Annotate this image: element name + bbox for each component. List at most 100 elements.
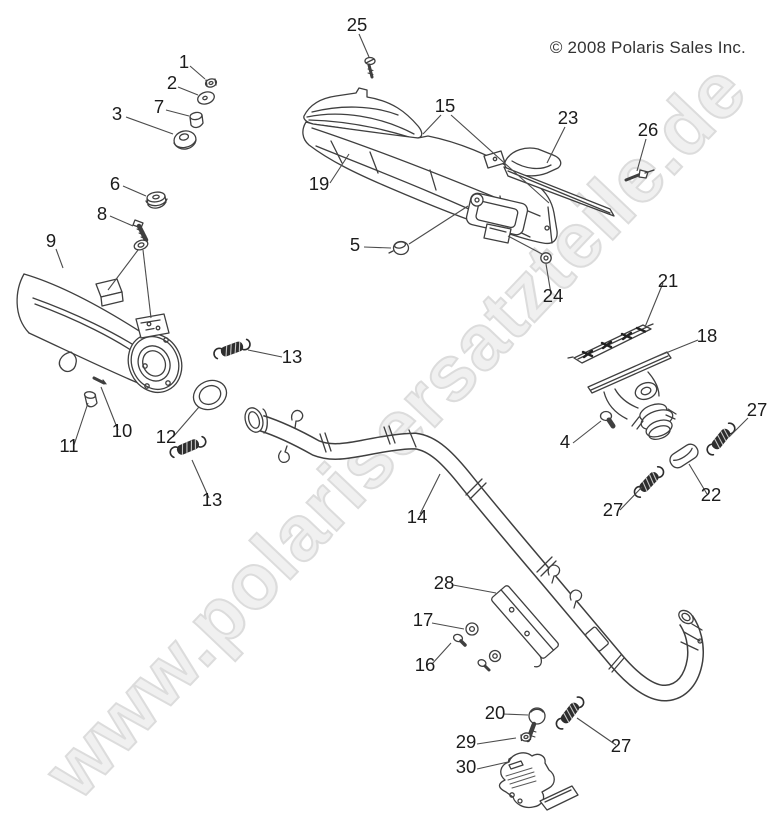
leader-27a [728,417,749,438]
leader-14 [419,473,441,515]
leader-15b [450,114,550,204]
assembly-8b [142,249,152,319]
part-spring-13a [211,336,253,362]
callout-10: 10 [112,420,133,441]
part-spring-27c [553,694,587,732]
leader-10 [100,386,119,431]
callout-27a: 27 [747,399,768,420]
callout-19: 19 [309,173,330,194]
assembly-5 [408,205,469,245]
leader-29 [476,737,517,745]
leader-1 [189,65,206,80]
callout-3: 3 [112,103,122,124]
callout-18: 18 [697,325,718,346]
part-bushing-6 [145,191,168,209]
callout-4: 4 [560,431,570,452]
leader-28 [452,584,497,594]
part-bolt-5 [388,240,410,256]
leader-25 [358,33,370,58]
leader-23 [546,126,566,164]
callout-8: 8 [97,203,107,224]
part-pin-26 [624,169,655,182]
part-clamp-22 [669,443,699,469]
part-gasket-12 [192,379,228,411]
callout-9: 9 [46,230,56,251]
part-exhaust-pipe [244,407,704,702]
callout-2: 2 [167,72,177,93]
part-gasket-21 [567,323,654,364]
callout-12: 12 [156,426,177,447]
callout-30: 30 [456,756,477,777]
part-washer-2 [197,91,215,105]
callout-11: 11 [59,435,78,456]
callout-17: 17 [413,609,434,630]
callout-15: 15 [435,95,456,116]
leader-6 [122,185,147,197]
part-washer-3 [173,130,197,150]
part-bolt-8 [132,219,149,251]
leader-9 [55,248,64,269]
callout-27b: 27 [603,499,624,520]
callout-29: 29 [456,731,477,752]
callout-7: 7 [154,96,164,117]
part-shield-28 [491,585,559,668]
callout-23: 23 [558,107,579,128]
assembly-8a [107,249,139,291]
leader-15a [422,114,442,135]
leader-13a [247,349,283,358]
callout-6: 6 [110,173,120,194]
callout-26: 26 [638,119,659,140]
callout-27c: 27 [611,735,632,756]
callout-1: 1 [179,51,189,72]
part-muffler [16,273,183,393]
leader-8 [109,215,134,227]
part-bolt-16 [452,633,491,672]
leader-24 [545,263,552,295]
leader-21 [644,282,664,328]
part-nut-29 [520,732,532,742]
callout-13b: 13 [202,489,223,510]
leader-26 [636,138,647,172]
leader-4 [572,420,602,444]
callout-5: 5 [350,234,360,255]
leader-22 [688,463,708,495]
callout-20: 20 [485,702,506,723]
leader-2 [177,86,199,96]
part-spring-27b [631,463,667,501]
leader-3 [125,116,174,135]
part-pin-10 [92,376,107,385]
leader-lines [55,33,749,770]
callout-22: 22 [701,484,722,505]
leader-27b [619,486,643,511]
leader-12 [172,406,200,438]
leader-20 [502,713,529,716]
copyright-notice: © 2008 Polaris Sales Inc. [549,38,746,57]
callout-28: 28 [434,572,455,593]
leader-16 [431,642,452,665]
callout-14: 14 [407,506,428,527]
leader-7 [165,109,190,117]
leader-27c [576,717,617,746]
leader-5 [363,246,392,249]
callout-21: 21 [658,270,679,291]
callout-16: 16 [415,654,436,675]
part-nut-1 [204,78,218,88]
leader-11 [73,402,89,446]
leader-13b [191,459,210,499]
part-spacer-7 [189,111,204,129]
leader-30 [476,761,509,770]
part-shield-23 [503,147,615,217]
part-bolt-4 [599,410,616,429]
leader-18 [655,339,699,358]
callout-labels: 1 2 7 3 6 8 9 25 19 15 23 26 5 24 21 18 … [46,14,767,777]
assembly-24 [507,235,543,255]
part-manifold-18 [587,351,677,440]
part-washer-17 [465,622,502,663]
part-cylinder-head-stub [498,752,579,811]
part-screw-25 [364,56,376,79]
callout-13a: 13 [282,346,303,367]
leader-19 [329,153,350,184]
part-bolt-11 [83,391,98,408]
